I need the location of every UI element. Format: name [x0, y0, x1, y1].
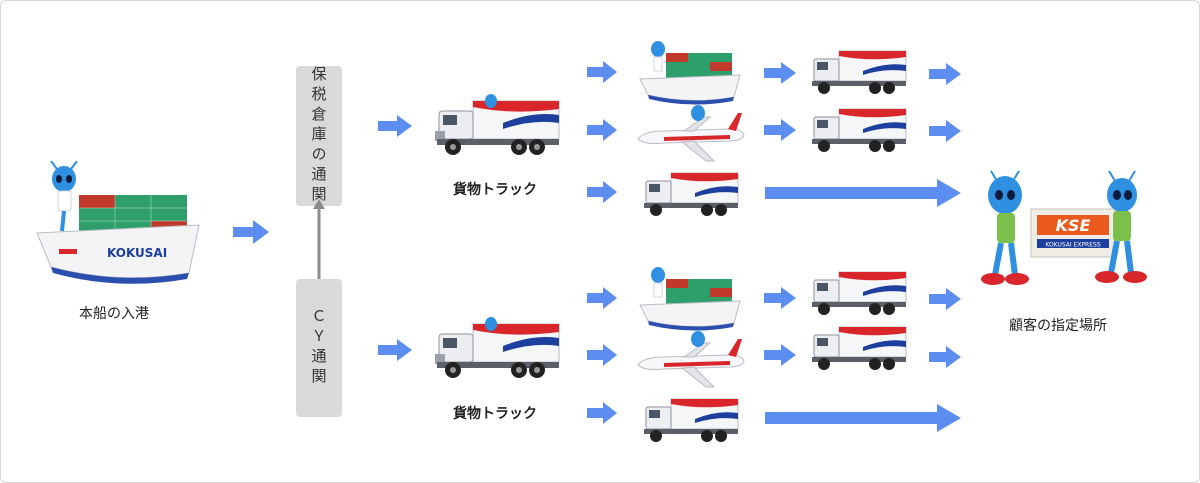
cargo-truck-icon — [812, 108, 907, 152]
right-arrow-icon — [929, 120, 961, 142]
ship-arrival-label: 本船の入港 — [79, 306, 149, 322]
right-arrow-icon — [587, 181, 617, 203]
cargo-truck-icon — [435, 94, 560, 155]
right-arrow-icon — [764, 344, 796, 366]
right-arrow-icon — [587, 344, 617, 366]
cargo-truck-top-label: 貨物トラック — [453, 182, 537, 198]
customer-location-label: 顧客の指定場所 — [1009, 318, 1107, 334]
right-arrow-icon — [378, 115, 412, 137]
right-arrow-icon — [764, 287, 796, 309]
container-ship-icon — [639, 41, 741, 105]
right-arrow-icon — [378, 339, 412, 361]
long-right-arrow-icon — [765, 404, 961, 432]
cargo-truck-icon — [435, 317, 560, 378]
container-ship-icon: KOKUSAI — [36, 161, 200, 284]
cargo-plane-icon — [637, 331, 745, 388]
bonded-warehouse-box: 保税倉庫の通関 — [296, 66, 342, 206]
right-arrow-icon — [929, 63, 961, 85]
cargo-truck-icon — [644, 398, 739, 442]
right-arrow-icon — [587, 119, 617, 141]
connector-arrow-up — [313, 199, 325, 281]
cargo-truck-icon — [812, 326, 907, 370]
right-arrow-icon — [764, 62, 796, 84]
right-arrow-icon — [233, 220, 269, 244]
cargo-truck-icon — [812, 50, 907, 94]
mascots-carrying-box-icon: KSE KOKUSAI EXPRESS — [981, 170, 1147, 285]
kse-logo-text: KSE — [1056, 216, 1091, 235]
long-right-arrow-icon — [765, 179, 961, 207]
kse-sub-text: KOKUSAI EXPRESS — [1045, 242, 1100, 249]
cy-clearance-box: ＣＹ通関 — [296, 279, 342, 417]
cargo-truck-icon — [644, 172, 739, 216]
right-arrow-icon — [587, 402, 617, 424]
bonded-warehouse-label: 保税倉庫の通関 — [309, 66, 328, 206]
cargo-plane-icon — [637, 105, 745, 162]
right-arrow-icon — [587, 61, 617, 83]
container-ship-icon — [639, 267, 741, 331]
right-arrow-icon — [929, 346, 961, 368]
right-arrow-icon — [764, 119, 796, 141]
cargo-truck-icon — [812, 271, 907, 315]
right-arrow-icon — [587, 287, 617, 309]
right-arrow-icon — [929, 288, 961, 310]
cy-clearance-label: ＣＹ通関 — [309, 308, 328, 388]
cargo-truck-bottom-label: 貨物トラック — [453, 406, 537, 422]
ship-brand-text: KOKUSAI — [107, 246, 167, 260]
